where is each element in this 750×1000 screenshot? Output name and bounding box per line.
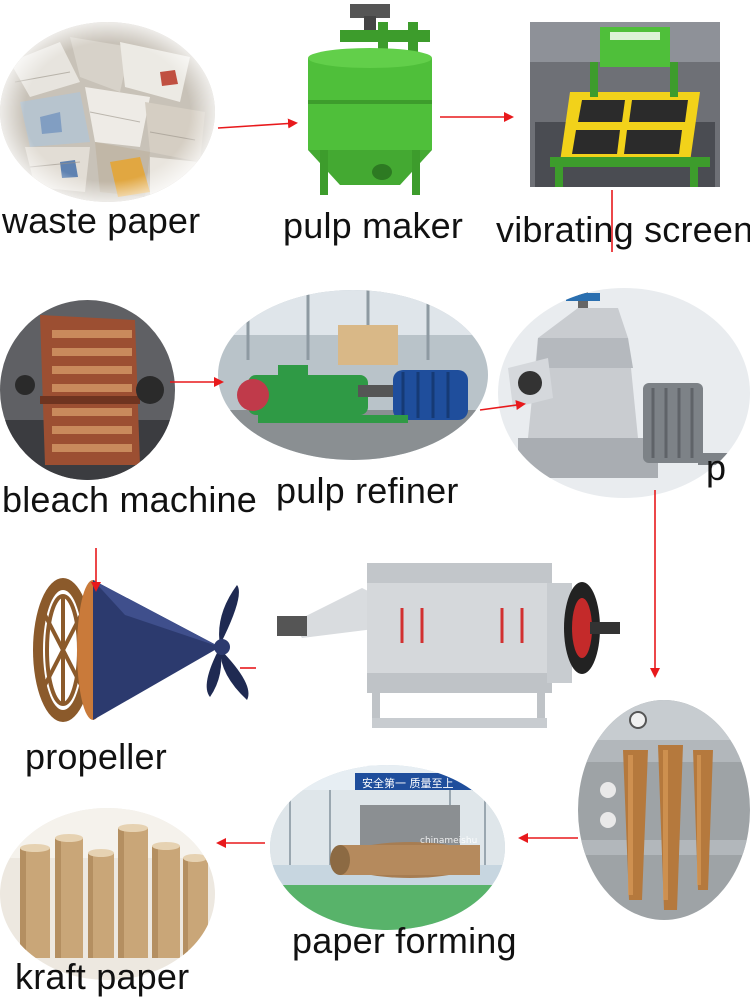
label-pump: p [706, 447, 727, 488]
bleach-machine-image [0, 300, 175, 480]
arrow-refiner-to-pump [479, 400, 526, 411]
waste-paper-image [0, 22, 215, 202]
arrow-waste-to-pulp-maker [217, 118, 298, 129]
watermark-text: chinameishu [420, 836, 477, 846]
label-pulp-maker: pulp maker [283, 205, 464, 246]
label-kraft-paper: kraft paper [15, 956, 190, 997]
label-pulp-refiner: pulp refiner [276, 470, 459, 511]
vibrating-screen-image [530, 22, 720, 187]
label-waste-paper: waste paper [2, 200, 201, 241]
label-propeller: propeller [25, 736, 167, 777]
label-paper-forming: paper forming [292, 920, 517, 961]
propeller-image [15, 575, 260, 725]
drum-pulper-image [272, 558, 622, 733]
safety-banner-text: 安全第一 质量至上 [362, 776, 454, 790]
pulp-maker-image [300, 0, 440, 200]
label-vibrating-screen: vibrating screen [496, 209, 750, 250]
pump-image [498, 288, 750, 498]
label-bleach-machine: bleach machine [2, 479, 257, 520]
